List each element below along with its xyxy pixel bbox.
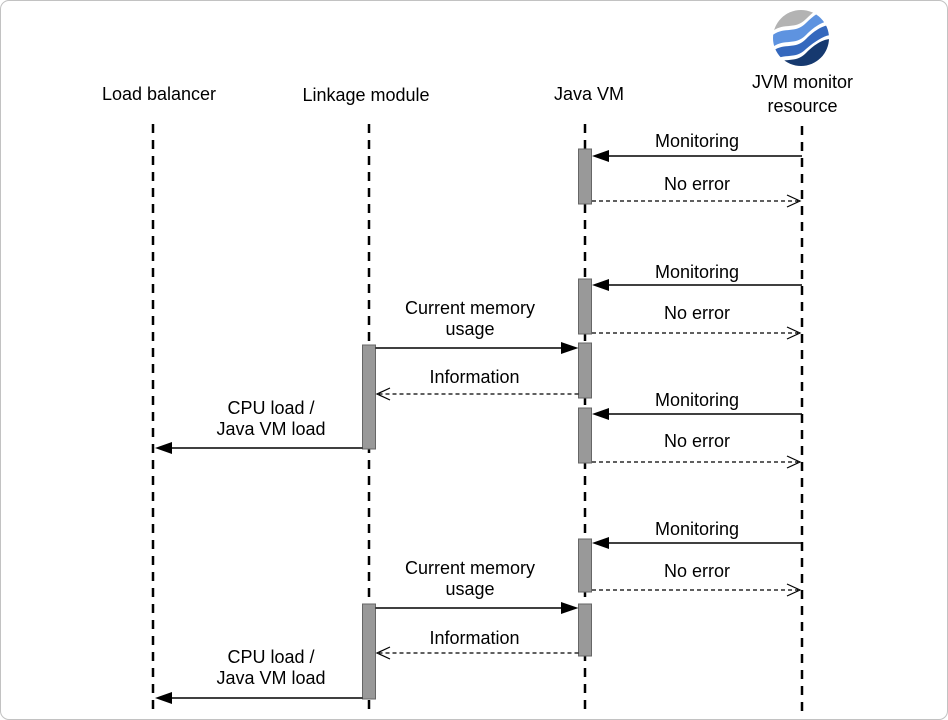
message-label-monitoring-3: Monitoring [654, 390, 740, 410]
message-label-cpu-load-1: CPU load / Java VM load [216, 398, 326, 439]
activation-bar-java-vm-4 [578, 407, 592, 464]
actor-label-java-vm: Java VM [553, 84, 625, 104]
activation-bar-java-vm-5 [578, 538, 592, 593]
message-label-no-error-3: No error [663, 431, 730, 451]
actor-label-linkage-module: Linkage module [302, 85, 430, 105]
arrow-no-error-2 [592, 326, 802, 340]
message-label-current-memory-usage-1: Current memory usage [404, 298, 536, 339]
arrow-information-2 [375, 646, 579, 660]
message-label-information-1: Information [429, 367, 520, 387]
message-label-cpu-load-2: CPU load / Java VM load [216, 647, 326, 688]
message-label-current-memory-usage-2: Current memory usage [404, 558, 536, 599]
activation-bar-linkage-module-2 [362, 603, 376, 700]
message-label-information-2: Information [429, 628, 520, 648]
arrow-monitoring-4 [592, 537, 802, 549]
arrow-no-error-1 [592, 194, 802, 208]
arrow-current-memory-usage-1 [375, 342, 579, 354]
actor-label-jvm-monitor-resource: JVM monitor resource [751, 72, 854, 116]
arrow-monitoring-1 [592, 150, 802, 162]
arrow-no-error-4 [592, 583, 802, 597]
activation-bar-java-vm-6 [578, 603, 592, 657]
message-label-monitoring-2: Monitoring [654, 262, 740, 282]
activation-bar-linkage-module-1 [362, 344, 376, 450]
actor-label-load-balancer: Load balancer [101, 84, 217, 104]
message-label-monitoring-4: Monitoring [654, 519, 740, 539]
message-label-monitoring-1: Monitoring [654, 131, 740, 151]
arrow-cpu-load-2 [155, 692, 363, 704]
activation-bar-java-vm-3 [578, 342, 592, 399]
arrow-cpu-load-1 [155, 442, 363, 454]
arrow-monitoring-2 [592, 279, 802, 291]
message-label-no-error-1: No error [663, 174, 730, 194]
activation-bar-java-vm-2 [578, 278, 592, 335]
jvm-monitor-logo [773, 10, 829, 66]
message-label-no-error-2: No error [663, 303, 730, 323]
arrow-information-1 [375, 387, 579, 401]
activation-bar-java-vm-1 [578, 148, 592, 205]
arrow-monitoring-3 [592, 408, 802, 420]
arrow-current-memory-usage-2 [375, 602, 579, 614]
arrow-no-error-3 [592, 455, 802, 469]
message-label-no-error-4: No error [663, 561, 730, 581]
